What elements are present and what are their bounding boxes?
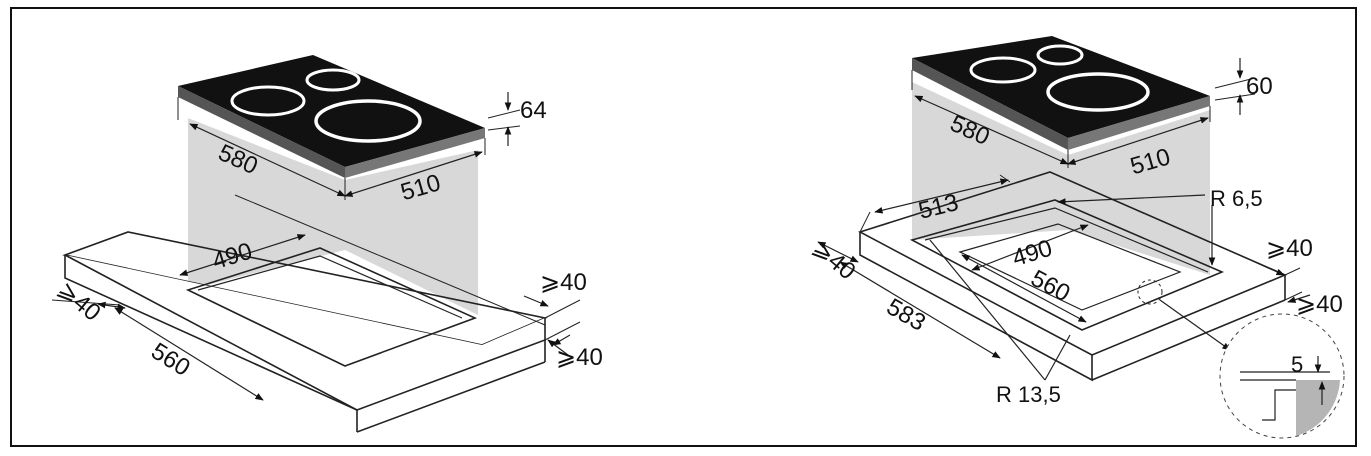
left-installation-view: 64 580 510 490 ⩾40 ⩾40 ⩾40 560 [51,55,603,433]
left-dim-64: 64 [520,97,547,124]
right-dim-r65: R 6,5 [1210,186,1263,211]
right-dim-60: 60 [1246,73,1273,100]
right-dim-r135: R 13,5 [996,382,1061,407]
right-dim-ge40-left: ⩾40 [807,235,860,286]
right-edge-detail [1219,313,1345,439]
left-dim-ge40-right-top: ⩾40 [540,269,587,296]
right-dim-ge40-right-bottom: ⩾40 [1296,291,1343,318]
right-dim-560: 560 [1026,265,1074,308]
right-dim-ge40-right-top: ⩾40 [1266,235,1313,262]
right-installation-view: 60 580 510 513 R 6,5 490 ⩾40 ⩾40 ⩾40 560… [807,36,1345,439]
right-dim-583: 583 [882,293,930,336]
right-dim-5: 5 [1291,352,1303,377]
right-dim-490: 490 [1009,235,1055,273]
left-dim-560: 560 [146,338,194,382]
left-dim-ge40-right-bottom: ⩾40 [556,344,603,371]
right-dimension-lines [817,58,1311,381]
left-dimension-lines [51,92,581,401]
right-detail-marker [1137,279,1163,305]
